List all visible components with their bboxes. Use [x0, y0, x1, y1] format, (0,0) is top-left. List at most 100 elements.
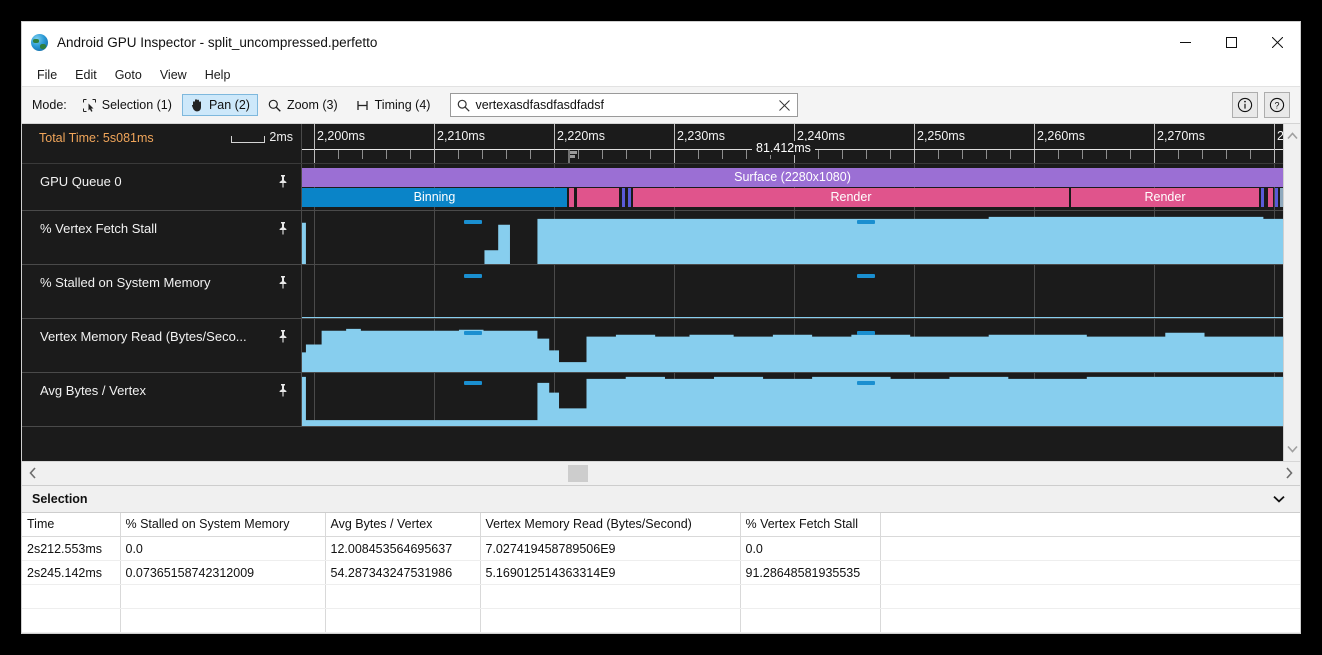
pin-icon[interactable]: [277, 174, 289, 188]
selection-column-header[interactable]: % Vertex Fetch Stall: [740, 512, 881, 537]
mode-button-zoom-label: Zoom (3): [286, 98, 338, 112]
search-input[interactable]: [471, 98, 777, 112]
gpu-queue-slice-binning[interactable]: Binning: [302, 188, 567, 207]
track-canvas-3[interactable]: [302, 319, 1283, 372]
counter-sample-marker[interactable]: [857, 274, 875, 278]
track-row[interactable]: % Stalled on System Memory: [22, 265, 1283, 319]
selection-cell: [120, 608, 326, 633]
counter-sample-marker[interactable]: [464, 381, 482, 385]
ruler-minor-tick: [698, 150, 699, 159]
menu-view[interactable]: View: [159, 67, 187, 82]
scroll-left-icon[interactable]: [22, 462, 44, 484]
gpu-queue-slice[interactable]: [1275, 188, 1278, 207]
ruler-minor-tick: [938, 150, 939, 159]
mode-button-timing[interactable]: Timing (4): [348, 94, 439, 116]
ruler-major-tick: [1034, 124, 1035, 163]
mode-button-zoom[interactable]: Zoom (3): [260, 94, 346, 116]
scale-bar-label: 2ms: [269, 130, 293, 144]
ruler-major-tick: [1154, 124, 1155, 163]
counter-sample-marker[interactable]: [464, 274, 482, 278]
ruler-minor-tick: [626, 150, 627, 159]
pin-icon[interactable]: [277, 275, 289, 289]
gpu-queue-slice[interactable]: [622, 188, 625, 207]
track-header-4[interactable]: Avg Bytes / Vertex: [22, 373, 302, 426]
maximize-button[interactable]: [1208, 22, 1254, 63]
selection-cell: [740, 608, 881, 633]
scroll-up-icon[interactable]: [1284, 127, 1301, 144]
track-canvas-1[interactable]: [302, 211, 1283, 264]
selection-panel-header[interactable]: Selection: [22, 484, 1300, 513]
track-canvas-2[interactable]: [302, 265, 1283, 318]
close-button[interactable]: [1254, 22, 1300, 63]
pin-icon[interactable]: [277, 383, 289, 397]
track-header-1[interactable]: % Vertex Fetch Stall: [22, 211, 302, 264]
counter-sample-marker[interactable]: [464, 220, 482, 224]
track-row[interactable]: Vertex Memory Read (Bytes/Seco...: [22, 319, 1283, 373]
horizontal-scrollbar-thumb[interactable]: [568, 464, 588, 482]
pin-icon[interactable]: [277, 329, 289, 343]
track-gridline: [1034, 164, 1035, 210]
gpu-queue-slice[interactable]: [577, 188, 619, 207]
timeline-vertical-scrollbar[interactable]: [1283, 124, 1300, 461]
track-header-3[interactable]: Vertex Memory Read (Bytes/Seco...: [22, 319, 302, 372]
pin-icon[interactable]: [277, 221, 289, 235]
ruler-minor-tick: [1106, 150, 1107, 159]
table-row[interactable]: [22, 608, 1300, 633]
track-row[interactable]: Avg Bytes / Vertex: [22, 373, 1283, 427]
ruler-minor-tick: [986, 150, 987, 159]
counter-sample-marker[interactable]: [464, 331, 482, 335]
search-icon: [456, 98, 471, 113]
timeline-horizontal-scrollbar[interactable]: [22, 460, 1300, 485]
search-clear-icon[interactable]: [776, 97, 792, 113]
info-button[interactable]: [1232, 92, 1258, 118]
menu-help[interactable]: Help: [204, 67, 231, 82]
gpu-queue-slice[interactable]: [628, 188, 631, 207]
track-header-2[interactable]: % Stalled on System Memory: [22, 265, 302, 318]
gpu-queue-slice[interactable]: [1261, 188, 1264, 207]
gpu-queue-surface-slice[interactable]: Surface (2280x1080): [302, 168, 1283, 187]
gpu-queue-slice[interactable]: [1268, 188, 1273, 207]
selection-cell: 2s212.553ms: [22, 536, 121, 561]
ruler-tick-label: 2,270ms: [1157, 129, 1205, 143]
mode-button-selection[interactable]: Selection (1): [75, 94, 180, 116]
scroll-right-icon[interactable]: [1278, 462, 1300, 484]
gpu-queue-slice[interactable]: [1280, 188, 1283, 207]
table-row[interactable]: [22, 584, 1300, 609]
selection-column-header[interactable]: Vertex Memory Read (Bytes/Second): [480, 512, 741, 537]
mode-button-pan[interactable]: Pan (2): [181, 94, 258, 116]
selection-column-header[interactable]: Time: [22, 512, 121, 537]
counter-sample-marker[interactable]: [857, 220, 875, 224]
menu-file[interactable]: File: [37, 67, 58, 82]
gpu-queue-slice-render[interactable]: Render: [633, 188, 1069, 207]
counter-sample-marker[interactable]: [857, 331, 875, 335]
mode-label: Mode:: [32, 98, 67, 112]
search-box[interactable]: [450, 93, 799, 117]
chevron-down-icon[interactable]: [1268, 488, 1290, 510]
track-header-0[interactable]: GPU Queue 0: [22, 164, 302, 210]
gpu-queue-slice-render[interactable]: Render: [1071, 188, 1259, 207]
menu-goto[interactable]: Goto: [114, 67, 142, 82]
gpu-queue-slice[interactable]: [569, 188, 574, 207]
selection-column-header[interactable]: [880, 512, 1300, 537]
track-row[interactable]: % Vertex Fetch Stall: [22, 211, 1283, 265]
selection-cell: 7.027419458789506E9: [480, 536, 741, 561]
track-gridline: [1274, 164, 1275, 210]
menu-edit[interactable]: Edit: [75, 67, 97, 82]
help-button[interactable]: ?: [1264, 92, 1290, 118]
track-canvas-4[interactable]: [302, 373, 1283, 426]
mode-toolbar: Mode: Selection (1) Pan (2): [22, 87, 1300, 124]
timeline-marker-flag-icon[interactable]: [568, 150, 580, 163]
counter-sample-marker[interactable]: [857, 381, 875, 385]
minimize-button[interactable]: [1162, 22, 1208, 63]
scroll-down-icon[interactable]: [1284, 441, 1301, 458]
selection-column-header[interactable]: Avg Bytes / Vertex: [325, 512, 481, 537]
selection-column-header[interactable]: % Stalled on System Memory: [120, 512, 326, 537]
track-gridline: [434, 373, 435, 426]
